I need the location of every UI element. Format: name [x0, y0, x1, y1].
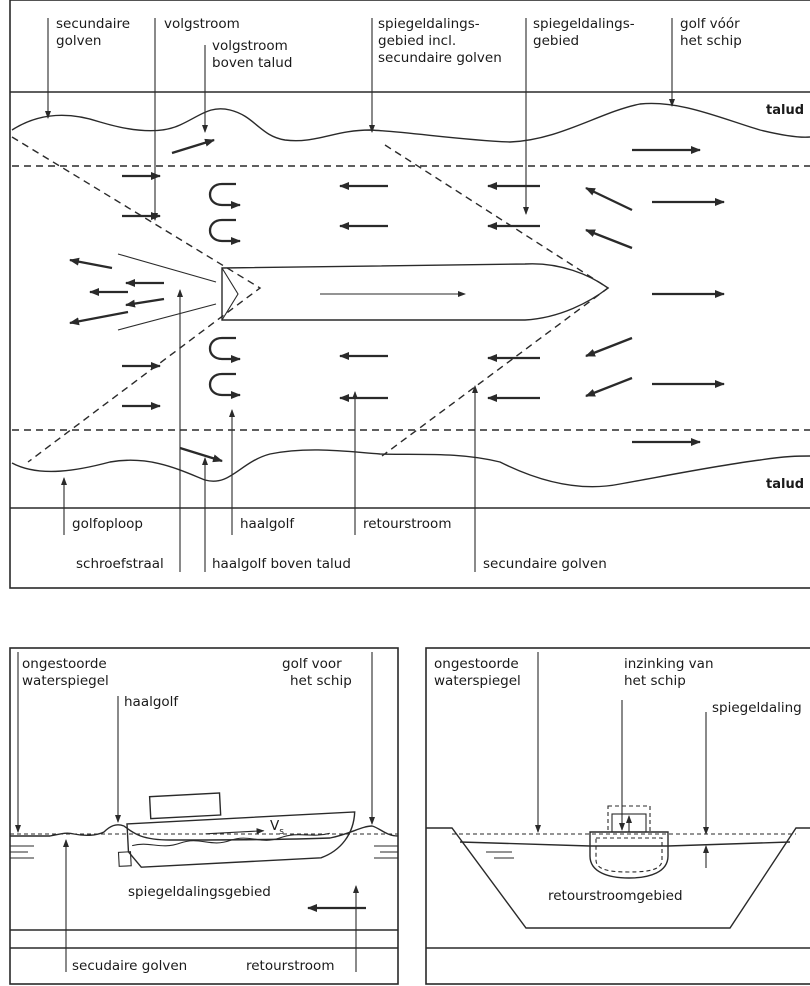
label-line: spiegeldalings- [378, 16, 480, 32]
label-line: secundaire [56, 16, 130, 32]
canal-profile [426, 827, 810, 929]
label-line: waterspiegel [22, 673, 109, 689]
label-retourstroom: retourstroom [363, 516, 451, 532]
label-spiegeldalingsgebied-side: spiegeldalingsgebied [128, 884, 271, 900]
side-pointer-lines [15, 652, 375, 972]
label-line: golf voor [282, 656, 342, 672]
label-line: boven talud [212, 55, 292, 71]
ship-hull-waterline [132, 832, 330, 847]
label-haalgolf-side: haalgolf [124, 694, 179, 710]
side-water-surface [10, 824, 399, 841]
ship-hull [221, 263, 610, 321]
ship-cabin [148, 792, 222, 820]
cross-ship-hull [589, 831, 669, 879]
label-talud-bottom: talud [766, 477, 804, 492]
label-line: volgstroom [212, 38, 288, 54]
label-line: waterspiegel [434, 673, 521, 689]
cross-ship-deckhouse [607, 805, 651, 833]
label-golfoploop: golfoploop [72, 516, 143, 532]
side-ship [117, 792, 356, 868]
side-water-hatching-right [374, 845, 398, 859]
side-view-frame [9, 647, 399, 985]
label-secundaire-golven-side: secudaire golven [72, 958, 187, 974]
cross-section-panel: ongestoorde waterspiegel inzinking van h… [425, 647, 810, 985]
label-line: het schip [624, 673, 686, 689]
eddy-arrows [208, 182, 241, 399]
ship-hull-side [126, 811, 356, 868]
label-line: inzinking van [624, 656, 714, 672]
label-vs-sub: s [279, 827, 284, 837]
side-water-hatching-left [10, 845, 34, 859]
label-golf-voor-het-schip-side: golf voor het schip [282, 656, 352, 689]
label-golf-voor-het-schip: golf vóór het schip [680, 16, 744, 49]
ship-velocity-arrow [205, 828, 265, 835]
ship-stern-detail [221, 267, 239, 321]
label-volgstroom-boven-talud: volgstroom boven talud [212, 38, 292, 71]
label-vs: Vs [270, 818, 284, 837]
cross-lowered-water-surface [459, 841, 791, 847]
wake-wedge-dashed-lines [11, 136, 262, 463]
cross-pointer-lines [535, 652, 709, 868]
label-spiegeldaling: spiegeldaling [712, 700, 802, 716]
label-line: het schip [680, 33, 742, 49]
label-haalgolf-boven-talud: haalgolf boven talud [212, 556, 351, 572]
label-schroefstraal: schroefstraal [76, 556, 164, 572]
label-spiegeldalingsgebied-incl: spiegeldalings- gebied incl. secundaire … [378, 16, 502, 66]
plan-view-panel: secundaire golven volgstroom volgstroom … [9, 0, 810, 589]
label-line: gebied incl. [378, 33, 456, 49]
flow-arrows [69, 138, 725, 463]
label-secundaire-golven-bottom: secundaire golven [483, 556, 607, 572]
label-spiegeldalingsgebied: spiegeldalings- gebied [533, 16, 639, 49]
label-volgstroom: volgstroom [164, 16, 240, 32]
label-line: ongestoorde [434, 656, 519, 672]
cross-ship-sunk-outline [595, 837, 663, 873]
drawdown-wedge-dashed-lines [381, 144, 610, 457]
label-inzinking-van-het-schip: inzinking van het schip [624, 656, 718, 689]
label-line: spiegeldalings- [533, 16, 635, 32]
label-line: het schip [290, 673, 352, 689]
label-secundaire-golven-top: secundaire golven [56, 16, 134, 49]
label-line: secundaire golven [378, 50, 502, 66]
label-ongestoorde-waterspiegel-side: ongestoorde waterspiegel [22, 656, 111, 689]
label-line: ongestoorde [22, 656, 107, 672]
side-view-panel: Vs ongestoorde waterspiegel haalgolf gol… [9, 647, 399, 985]
bottom-waterline [11, 449, 810, 488]
label-line: golven [56, 33, 101, 49]
plan-pointer-lines [45, 18, 675, 572]
label-talud-top: talud [766, 103, 804, 118]
label-retourstroom-side: retourstroom [246, 958, 334, 974]
cross-water-hatching [486, 851, 514, 859]
label-retourstroomgebied: retourstroomgebied [548, 888, 683, 904]
cross-section-frame [425, 647, 810, 985]
label-line: golf vóór [680, 16, 740, 32]
plan-view-frame [9, 0, 810, 589]
propeller-jet [117, 253, 217, 331]
label-ongestoorde-waterspiegel-cross: ongestoorde waterspiegel [434, 656, 523, 689]
ship-propeller [117, 851, 132, 867]
top-waterline [11, 102, 810, 143]
label-line: gebied [533, 33, 579, 49]
label-haalgolf: haalgolf [240, 516, 295, 532]
